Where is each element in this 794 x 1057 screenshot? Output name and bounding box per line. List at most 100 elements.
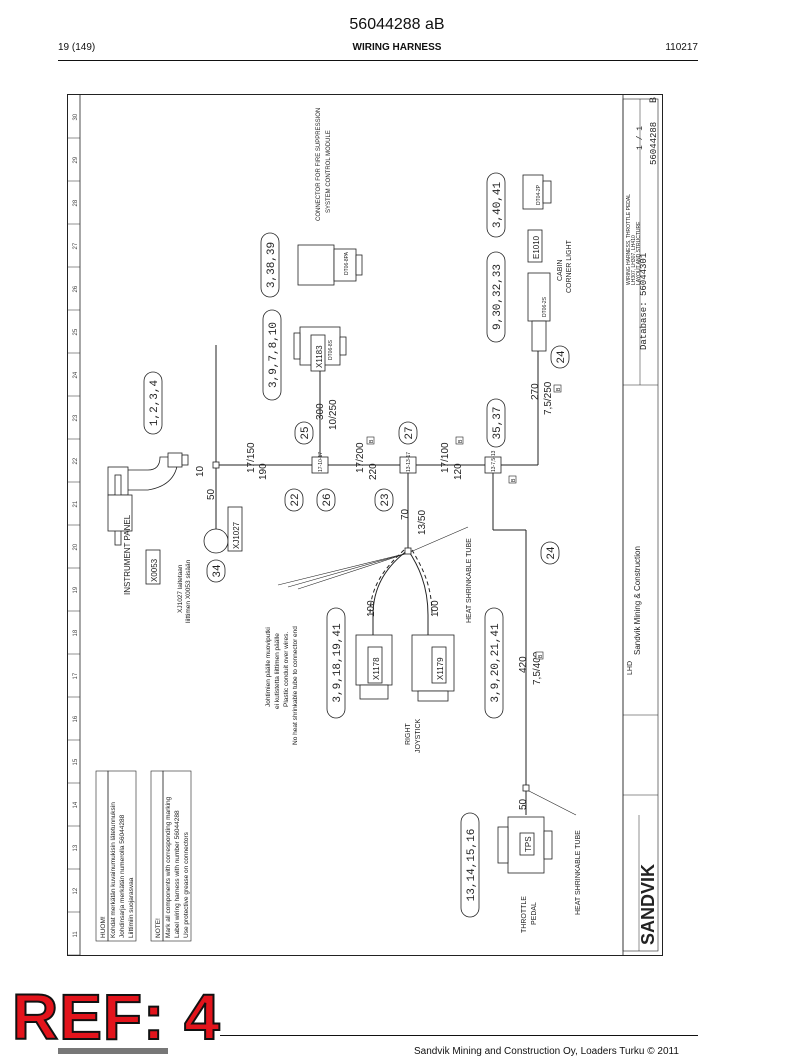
bubble-outline <box>486 251 506 343</box>
wire-label-7-5-400: 7,5/400 <box>532 651 543 685</box>
bubble-outline <box>460 812 480 918</box>
grid-number: 25 <box>73 328 79 335</box>
e1010-part: DT06-2S <box>542 296 548 317</box>
ref-strip <box>58 1048 168 1054</box>
bubble-outline <box>143 371 163 435</box>
dt04-part: DT04-2P <box>536 184 542 205</box>
bubble-text: 3,40,41 <box>492 182 504 229</box>
wire-label-100b: 100 <box>430 600 441 617</box>
bubble-text: 3,9,20,21,41 <box>490 623 502 703</box>
bubble-b25: 25 <box>294 421 314 445</box>
fire-label-1: CONNECTOR FOR FIRE SUPPRESSION <box>316 108 322 221</box>
throttle-label-1: THROTTLE <box>521 896 528 933</box>
footer-company: Sandvik Mining and Construction Oy, Load… <box>414 1046 679 1057</box>
bubble-outline <box>326 607 346 719</box>
bubble-text: 23 <box>380 493 392 506</box>
connector-tps <box>497 816 553 874</box>
grid-number: 30 <box>73 113 79 120</box>
wire-label-17-200: 17/200 <box>355 442 366 473</box>
footer-rule <box>220 1035 698 1036</box>
note-box <box>150 770 164 942</box>
fire-body <box>297 244 335 286</box>
grid-ticks <box>68 137 80 955</box>
splice-small <box>212 461 220 469</box>
connector-fire <box>297 244 363 286</box>
splice-label-2: 13-13-17 <box>406 452 412 472</box>
bubble-b22: 22 <box>284 488 304 512</box>
wire-label-220: 220 <box>368 463 379 480</box>
wire-label-190: 190 <box>258 463 269 480</box>
b-marker-label: B <box>556 387 562 391</box>
wire-label-17-150: 17/150 <box>246 442 257 473</box>
wire-label-50b: 50 <box>518 798 529 810</box>
bubble-b13-14-15-16: 13,14,15,16 <box>460 812 480 918</box>
date-code: 110217 <box>665 42 698 53</box>
wire-label-10: 10 <box>195 465 206 477</box>
bubble-b3-9-20-21-41: 3,9,20,21,41 <box>484 607 504 719</box>
bubble-text: 13,14,15,16 <box>466 829 478 902</box>
bubble-outline <box>316 488 336 512</box>
heat-shrink-label-2: HEAT SHRINKABLE TUBE <box>575 830 582 915</box>
xj1027-symbol <box>203 528 229 554</box>
tps-box <box>519 832 535 856</box>
grid-number: 28 <box>73 199 79 206</box>
xj1027-label: XJ1027 <box>232 521 241 549</box>
huom-box <box>95 770 109 942</box>
splice-13-7-5-13 <box>484 456 502 474</box>
bubble-text: 3,38,39 <box>266 242 278 288</box>
document-number: 56044288 aB <box>349 16 445 33</box>
x1183-label: X1183 <box>315 345 324 368</box>
wire-x1178-branch <box>372 549 409 616</box>
header-rule <box>58 60 698 61</box>
grid-number: 19 <box>73 586 79 593</box>
bubble-outline <box>540 541 560 565</box>
section-title: WIRING HARNESS <box>352 42 442 53</box>
bubble-b1234: 1,2,3,4 <box>143 371 163 435</box>
panel-grip <box>107 494 133 532</box>
wire-label-100a: 100 <box>366 600 377 617</box>
note-lines-box <box>162 770 192 942</box>
tps-body <box>507 816 545 874</box>
huom-line-2: Johdinsarja merkätän numerolla 56044288 <box>119 814 126 938</box>
grid-number: 11 <box>73 931 79 938</box>
connector-e1010 <box>527 272 551 352</box>
dt04-tail <box>542 180 552 204</box>
conduit-sleeve-2 <box>411 549 433 616</box>
bubble-text: 35,37 <box>492 406 504 439</box>
bubble-outline <box>374 488 394 512</box>
bubble-b27: 27 <box>398 421 418 445</box>
fire-part: DT06-8PA <box>344 251 350 275</box>
elbow-nut <box>167 452 183 468</box>
splices <box>212 456 530 792</box>
note-line-1: Mark all components with corresponding m… <box>165 796 172 938</box>
grid-number: 12 <box>73 887 79 894</box>
ref-stamp: REF: 4 <box>11 980 221 1054</box>
right-joystick-1: RIGHT <box>405 723 412 746</box>
wire-label-120: 120 <box>453 463 464 480</box>
e1010-box <box>527 229 543 263</box>
x1183-box <box>310 334 326 372</box>
wire-label-17-100: 17/100 <box>440 442 451 473</box>
sandvik-logo: SANDVIK <box>638 864 658 945</box>
wire-label-13-50: 13/50 <box>417 510 428 535</box>
b-marker <box>455 436 464 445</box>
tb-desc-1: WIRING HARNESS, THROTTLE PEDAL <box>626 194 632 285</box>
bubble-text: 9,30,32,33 <box>492 264 504 330</box>
elbow-end <box>181 454 189 466</box>
wire-label-7-5-250: 7,5/250 <box>543 381 554 415</box>
tb-doc-number: 56044288 <box>649 122 659 165</box>
x1183-tail <box>339 336 347 356</box>
wire-label-70: 70 <box>400 508 411 520</box>
bubble-b3-9-7-8-10: 3,9,7,8,10 <box>262 309 282 401</box>
tb-database: Database: 56044301 <box>639 253 649 350</box>
b-marker <box>553 384 562 393</box>
xj1027-box <box>227 506 243 552</box>
note-line-2: Label wiring harness with number 5604428… <box>174 810 181 938</box>
tps-label: TPS <box>524 836 533 852</box>
connector-1234 <box>107 452 189 546</box>
leader-line <box>287 552 409 588</box>
huom-lines-box <box>107 770 137 942</box>
x1179-box <box>431 646 447 684</box>
splice-label-1: 17-10-17 <box>318 452 324 472</box>
